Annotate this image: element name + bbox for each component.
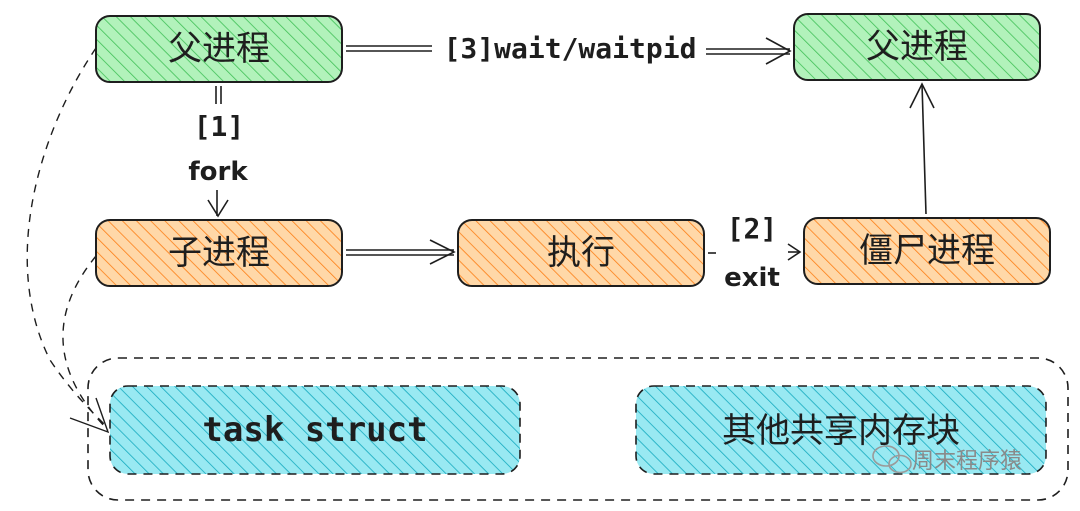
exec-node: 执行 xyxy=(457,219,705,287)
watermark: 周末程序猿 xyxy=(872,445,1022,474)
parent-process-node-left: 父进程 xyxy=(95,15,343,83)
fork-label: fork xyxy=(188,157,248,187)
child-to-exec-arrow xyxy=(346,239,456,265)
task-struct-label: task struct xyxy=(202,410,427,450)
exec-label: 执行 xyxy=(547,233,615,273)
parent-process-label-left: 父进程 xyxy=(168,29,270,69)
shared-memory-label: 其他共享内存块 xyxy=(722,411,960,451)
zombie-to-parent-arrow xyxy=(909,82,935,215)
exit-label: exit xyxy=(724,263,780,293)
zombie-process-node: 僵尸进程 xyxy=(803,217,1051,285)
memory-region xyxy=(87,357,1069,501)
shared-memory-node: 其他共享内存块 xyxy=(635,385,1047,475)
exit-step-label: [2] xyxy=(727,212,778,245)
zombie-process-label: 僵尸进程 xyxy=(859,231,995,271)
fork-arrow xyxy=(207,86,229,218)
parent-process-node-right: 父进程 xyxy=(793,13,1041,81)
wechat-icon xyxy=(872,445,912,474)
child-process-node: 子进程 xyxy=(95,219,343,287)
watermark-label: 周末程序猿 xyxy=(912,449,1022,474)
wait-arrow xyxy=(346,37,792,65)
parent-process-label-right: 父进程 xyxy=(866,27,968,67)
memory-reference-curves xyxy=(26,47,110,434)
exit-arrow xyxy=(708,243,802,261)
child-process-label: 子进程 xyxy=(168,233,270,273)
task-struct-node: task struct xyxy=(109,385,521,475)
wait-label: [3]wait/waitpid xyxy=(444,32,697,65)
fork-step-label: [1] xyxy=(194,110,245,143)
